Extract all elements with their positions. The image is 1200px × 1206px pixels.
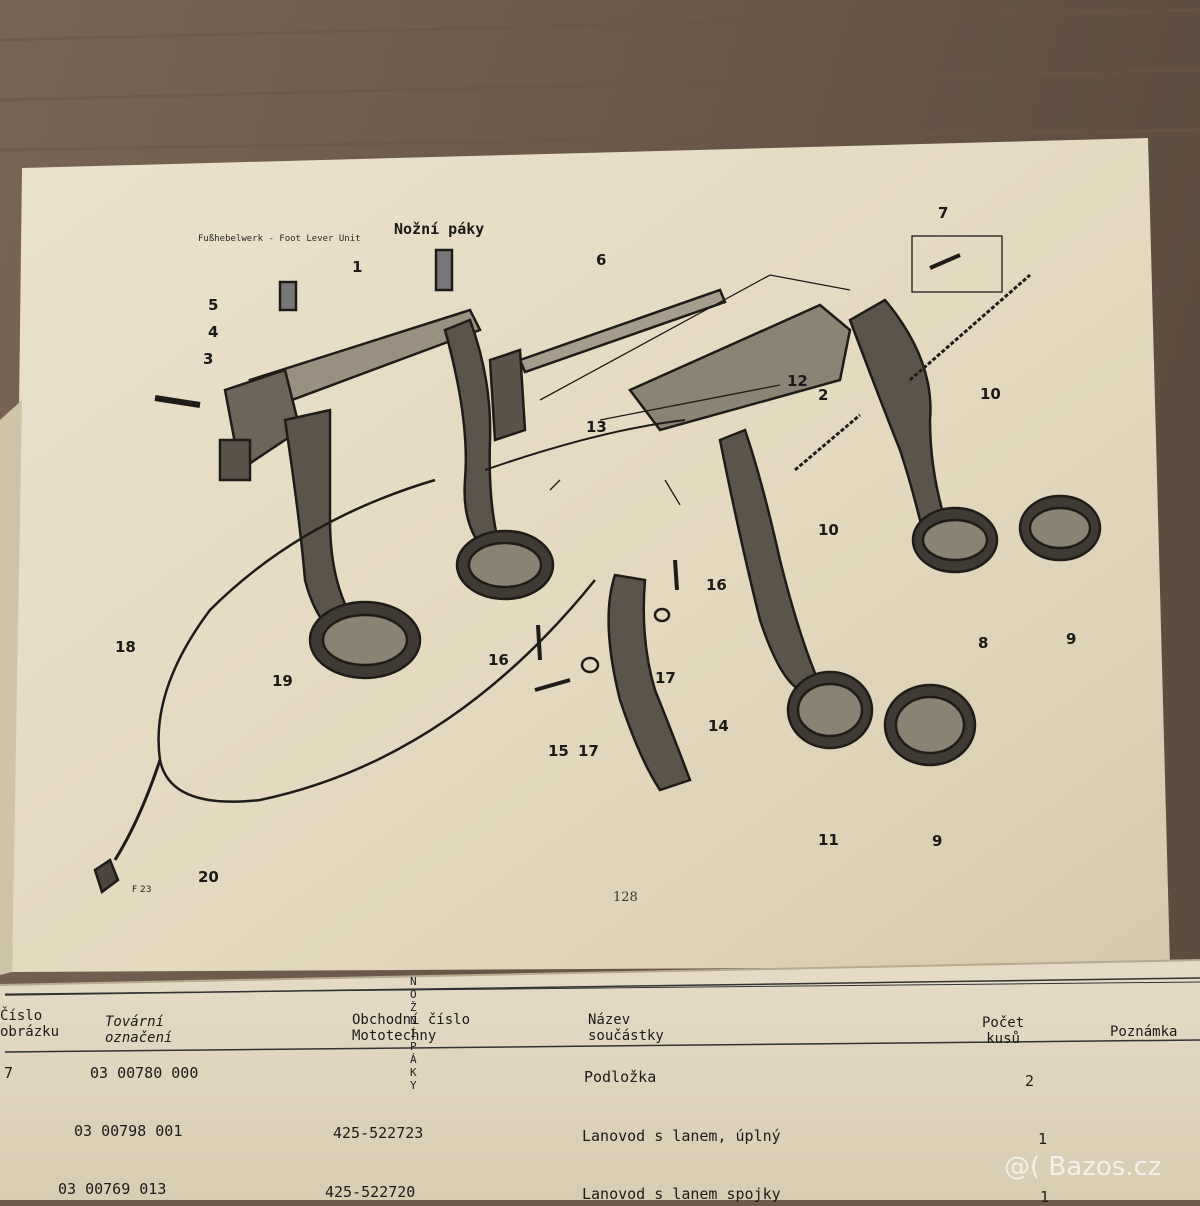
row2-qty: 1 xyxy=(1038,1130,1048,1148)
callout-4: 4 xyxy=(208,323,219,341)
col-header-number: Číslo obrázku xyxy=(0,1008,60,1040)
row3-name: Lanovod s lanem spojky xyxy=(582,1185,781,1203)
col-header-qty: Počet kusů xyxy=(982,1015,1025,1047)
watermark: @( Bazos.cz xyxy=(1004,1152,1162,1182)
callout-8: 8 xyxy=(978,634,989,652)
callout-16a: 16 xyxy=(706,576,727,594)
callout-11: 11 xyxy=(818,831,839,849)
callout-20: 20 xyxy=(198,868,219,886)
callout-17b: 17 xyxy=(578,742,599,760)
callout-17a: 17 xyxy=(655,669,676,687)
row3-factory: 03 00769 013 xyxy=(58,1180,167,1198)
callout-2: 2 xyxy=(818,386,829,404)
callout-7: 7 xyxy=(938,204,949,222)
parts-diagram xyxy=(93,235,1102,895)
lower-page xyxy=(0,960,1200,1200)
diagram-subtitle: Fußhebelwerk - Foot Lever Unit xyxy=(198,234,361,244)
row1-qty: 2 xyxy=(1025,1072,1035,1090)
callout-13: 13 xyxy=(586,418,607,436)
callout-14: 14 xyxy=(708,717,729,735)
callout-9a: 9 xyxy=(1066,630,1077,648)
row2-factory: 03 00798 001 xyxy=(74,1122,183,1140)
row3-qty: 1 xyxy=(1040,1188,1050,1206)
callout-3: 3 xyxy=(203,350,214,368)
callout-6: 6 xyxy=(596,251,607,269)
upper-page xyxy=(12,138,1170,972)
row2-name: Lanovod s lanem, úplný xyxy=(582,1127,781,1145)
table-banner: N O Ž N Í P Á K Y xyxy=(410,975,431,1092)
callout-19: 19 xyxy=(272,672,293,690)
row1-factory: 03 00780 000 xyxy=(90,1064,199,1082)
row2-trade: 425-522723 xyxy=(333,1124,424,1142)
col-header-note: Poznámka xyxy=(1110,1024,1178,1040)
col-header-name: Název součástky xyxy=(588,1012,664,1044)
diagram-title: Nožní páky xyxy=(394,220,485,238)
row3-trade: 425-522720 xyxy=(325,1183,416,1201)
callout-10b: 10 xyxy=(818,521,839,539)
callout-5: 5 xyxy=(208,296,219,314)
callout-16b: 16 xyxy=(488,651,509,669)
page-number: 128 xyxy=(613,890,638,905)
callout-15: 15 xyxy=(548,742,569,760)
callout-1: 1 xyxy=(352,258,363,276)
row1-number: 7 xyxy=(4,1064,14,1082)
col-header-factory: Tovární označení xyxy=(105,1014,173,1046)
callout-12: 12 xyxy=(787,372,808,390)
row1-name: Podložka xyxy=(584,1068,657,1086)
col-header-trade: Obchodní číslo Mototechny xyxy=(352,1012,471,1044)
callout-9b: 9 xyxy=(932,832,943,850)
figure-reference: F 23 xyxy=(132,885,152,895)
callout-10a: 10 xyxy=(980,385,1001,403)
callout-18: 18 xyxy=(115,638,136,656)
